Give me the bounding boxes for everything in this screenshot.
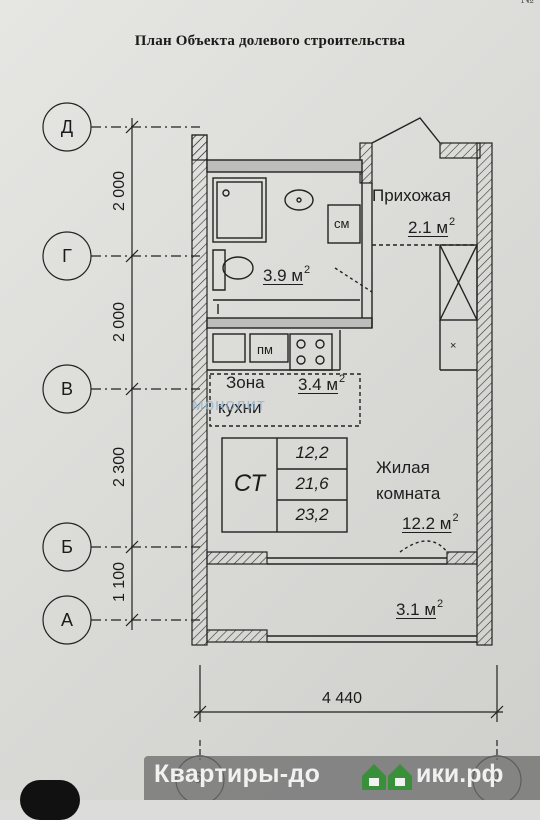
dishwasher-label: пм xyxy=(257,342,273,357)
kitchen-area: 3.4 м2 xyxy=(298,373,346,394)
bathroom-area: 3.9 м2 xyxy=(263,264,311,285)
stamp-value-3: 23,2 xyxy=(295,505,329,524)
stamp-value-1: 12,2 xyxy=(295,443,329,462)
site-watermark-right: ики.рф xyxy=(416,760,504,788)
axis-label-b: Б xyxy=(61,537,73,557)
site-watermark-left: Квартиры-до xyxy=(154,760,321,788)
living-name-line2: комната xyxy=(376,484,441,503)
floor-plan-drawing: × xyxy=(42,102,504,760)
right-wall xyxy=(476,142,493,646)
kitchen-name-line2: кухни xyxy=(218,398,262,417)
monolit-watermark: монолит xyxy=(192,395,266,414)
plan-title: План Объекта долевого строительства xyxy=(134,33,406,49)
kitchen-name-line1: Зона xyxy=(226,373,265,392)
site-watermark-bar xyxy=(144,756,540,800)
entrance-wall-right xyxy=(439,142,481,159)
loggia-area: 3.1 м2 xyxy=(396,598,444,619)
dimension-width: 4 440 xyxy=(322,690,363,707)
house-logo-icon xyxy=(362,764,412,790)
washing-machine-label: см xyxy=(334,216,350,231)
svg-text:×: × xyxy=(450,340,456,352)
living-area: 12.2 м2 xyxy=(402,512,459,533)
axis-label-v: В xyxy=(60,379,73,399)
column-axis-bubbles xyxy=(175,755,522,800)
corner-chat-bubble xyxy=(20,780,80,820)
stamp-type: СТ xyxy=(233,470,266,497)
hallway-area: 2.1 м2 xyxy=(408,216,456,237)
living-name-line1: Жилая xyxy=(376,458,430,477)
stamp-value-2: 21,6 xyxy=(295,474,329,493)
axis-label-d: Д xyxy=(60,117,74,137)
hallway-name: Прихожая xyxy=(372,186,451,205)
corner-mark: № xyxy=(521,0,534,8)
axis-label-g: Г xyxy=(62,246,72,266)
axis-label-a: А xyxy=(60,610,73,630)
